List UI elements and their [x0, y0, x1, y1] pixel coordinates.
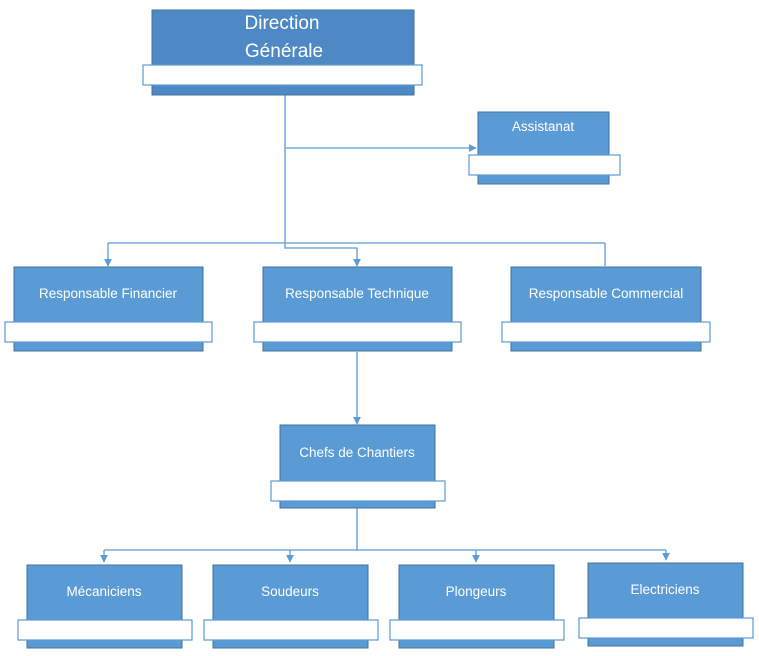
commercial-label: Responsable Commercial: [529, 286, 684, 301]
node-plongeurs: Plongeurs: [389, 564, 565, 649]
direction-line2: Générale: [245, 41, 323, 62]
technique-label: Responsable Technique: [285, 286, 429, 301]
direction-line1: Direction: [245, 13, 320, 34]
connectors: [100, 95, 670, 563]
node-responsable-financier: Responsable Financier: [4, 266, 213, 352]
connector-technique: [284, 243, 361, 267]
mecaniciens-label: Mécaniciens: [66, 584, 141, 599]
node-mecaniciens: Mécaniciens: [17, 564, 193, 649]
assistanat-label: Assistanat: [512, 119, 575, 134]
node-responsable-technique: Responsable Technique: [253, 266, 462, 352]
node-responsable-commercial: Responsable Commercial: [501, 266, 711, 352]
soudeurs-label: Soudeurs: [261, 584, 319, 599]
plongeurs-label: Plongeurs: [446, 584, 507, 599]
electriciens-label: Electriciens: [630, 582, 699, 597]
chefs-label: Chefs de Chantiers: [299, 445, 415, 460]
node-chefs-de-chantiers: Chefs de Chantiers: [270, 424, 446, 509]
node-soudeurs: Soudeurs: [203, 564, 379, 649]
financier-label: Responsable Financier: [39, 286, 178, 301]
node-direction-generale: Direction Générale: [142, 9, 423, 96]
node-assistanat: Assistanat: [468, 111, 621, 185]
node-electriciens: Electriciens: [578, 562, 754, 647]
